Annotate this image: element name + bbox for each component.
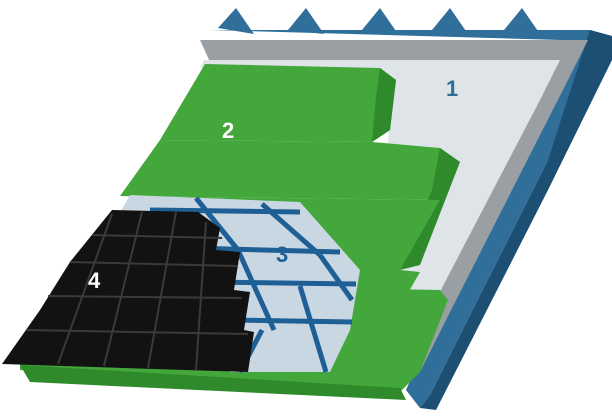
green-board-middle [120, 140, 460, 200]
green-board-top [160, 64, 396, 142]
layer-1-label: 1 [446, 76, 458, 101]
layer-3-label: 3 [276, 242, 288, 267]
black-tile-field [2, 210, 254, 372]
layer-2-label: 2 [222, 118, 234, 143]
grid-line [230, 320, 352, 322]
black-tile-layer [2, 210, 254, 372]
layer-4-label: 4 [88, 268, 101, 293]
